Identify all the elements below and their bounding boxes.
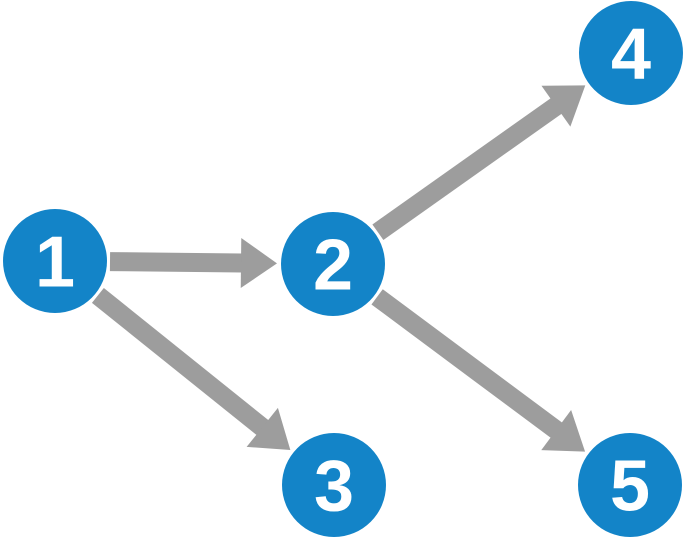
node-label-3: 3 bbox=[314, 447, 354, 527]
node-label-4: 4 bbox=[611, 15, 651, 95]
arrowhead-1-2 bbox=[240, 238, 278, 289]
edge-2-4 bbox=[372, 97, 563, 240]
edge-2-5 bbox=[371, 289, 563, 439]
node-4: 4 bbox=[579, 1, 683, 105]
node-circle-1 bbox=[3, 209, 107, 313]
arrowhead-1-3 bbox=[246, 407, 291, 450]
node-label-5: 5 bbox=[610, 447, 650, 527]
node-label-2: 2 bbox=[313, 226, 353, 306]
arrowhead-2-4 bbox=[541, 85, 586, 127]
node-2: 2 bbox=[281, 212, 385, 316]
node-1: 1 bbox=[3, 209, 107, 313]
node-circle-5 bbox=[578, 433, 682, 537]
node-circle-2 bbox=[281, 212, 385, 316]
node-5: 5 bbox=[578, 433, 682, 537]
node-label-1: 1 bbox=[35, 223, 75, 303]
arrowhead-2-5 bbox=[541, 410, 586, 452]
edge-1-3 bbox=[91, 288, 269, 436]
node-3: 3 bbox=[282, 433, 386, 537]
node-circle-3 bbox=[282, 433, 386, 537]
node-circle-4 bbox=[579, 1, 683, 105]
edge-1-2 bbox=[109, 252, 243, 273]
